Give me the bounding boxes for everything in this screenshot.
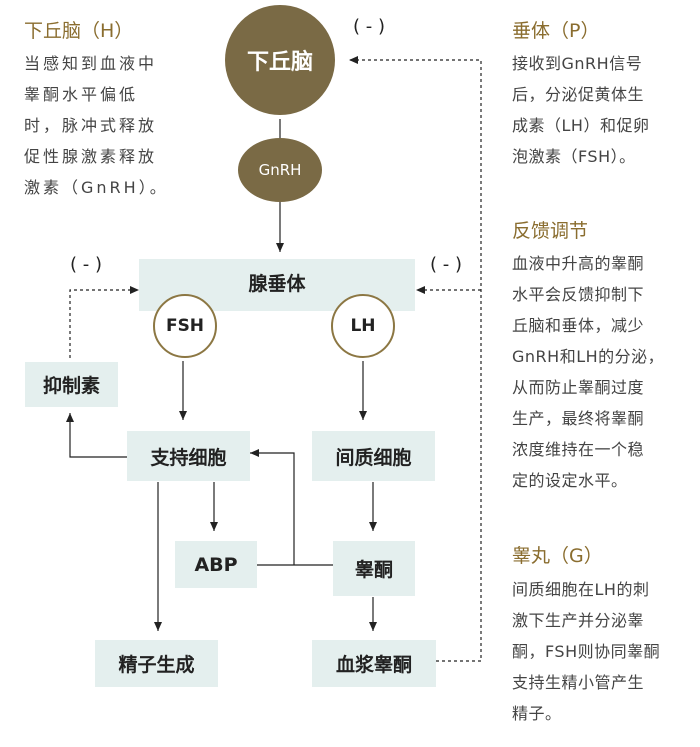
right-panel-text-line: 成素（LH）和促卵	[512, 116, 650, 135]
testis-panel-title: 睾丸（G）	[512, 545, 603, 567]
hypothalamus-text-line: 激素（GnRH）。	[24, 178, 169, 197]
right-panel-text-line: 支持生精小管产生	[512, 673, 645, 692]
right-panel-text-line: 接收到GnRH信号	[512, 54, 643, 73]
hypothalamus-text-line: 睾酮水平偏低	[24, 85, 139, 104]
negative-feedback-left: ( - )	[70, 254, 102, 275]
right-panel-text-line: 精子。	[512, 704, 562, 723]
hypothalamus-text-line: 当感知到血液中	[24, 54, 158, 73]
pituitary-panel-title: 垂体（P）	[512, 20, 600, 42]
right-panel-text-line: 从而防止睾酮过度	[512, 378, 645, 397]
fsh-node: FSH	[153, 294, 217, 358]
right-panel-text-line: 酮，FSH则协同睾酮	[512, 642, 661, 661]
feedback-panel-text: 血液中升高的睾酮水平会反馈抑制下丘脑和垂体，减少 GnRH和LH的分泌， 从而防止睾…	[512, 248, 687, 496]
pituitary-panel-text: 接收到GnRH信号后，分泌促黄体生成素（LH）和促卵泡激素（FSH）。	[512, 48, 687, 172]
abp-box: ABP	[175, 541, 257, 588]
sertoli-box: 支持细胞	[127, 431, 250, 481]
gnrh-node: GnRH	[238, 138, 322, 202]
negative-feedback-top: ( - )	[353, 16, 385, 37]
spermatogenesis-box: 精子生成	[95, 640, 218, 687]
right-panel-text-line: 后，分泌促黄体生	[512, 85, 645, 104]
right-panel-text-line: 血液中升高的睾酮	[512, 254, 645, 273]
right-panel-text-line: GnRH和LH的分泌，	[512, 347, 665, 366]
lh-node: LH	[331, 294, 395, 358]
leydig-box: 间质细胞	[312, 431, 435, 481]
testis-panel-text: 间质细胞在LH的刺激下生产并分泌睾酮，FSH则协同睾酮支持生精小管产生精子。	[512, 574, 687, 729]
right-panel-text-line: 泡激素（FSH）。	[512, 147, 636, 166]
pituitary-label: 腺垂体	[248, 273, 306, 295]
negative-feedback-right: ( - )	[430, 254, 462, 275]
right-panel-text-line: 浓度维持在一个稳	[512, 440, 645, 459]
hypothalamus-panel-text: 当感知到血液中睾酮水平偏低时，脉冲式释放促性腺激素释放激素（GnRH）。	[24, 48, 174, 203]
sertoli-inhibin-arrow	[66, 413, 127, 458]
hypothalamus-text-line: 促性腺激素释放	[24, 147, 158, 166]
plasma-testosterone-box: 血浆睾酮	[312, 640, 436, 687]
inhibin-box: 抑制素	[25, 362, 118, 407]
inhibin-feedback-arrow	[69, 286, 139, 358]
testosterone-sertoli-arrow	[250, 449, 295, 565]
right-panel-text-line: 定的设定水平。	[512, 471, 628, 490]
right-panel-text-line: 水平会反馈抑制下	[512, 285, 645, 304]
testosterone-box: 睾酮	[333, 541, 415, 596]
right-panel-text-line: 生产，最终将睾酮	[512, 409, 645, 428]
right-panel-text-line: 丘脑和垂体，减少	[512, 316, 645, 335]
right-panel-text-line: 激下生产并分泌睾	[512, 611, 645, 630]
hypothalamus-node: 下丘脑	[225, 5, 335, 115]
right-panel-text-line: 间质细胞在LH的刺	[512, 580, 650, 599]
feedback-panel-title: 反馈调节	[512, 220, 589, 242]
hypothalamus-panel-title: 下丘脑（H）	[24, 20, 134, 42]
hypothalamus-text-line: 时，脉冲式释放	[24, 116, 158, 135]
